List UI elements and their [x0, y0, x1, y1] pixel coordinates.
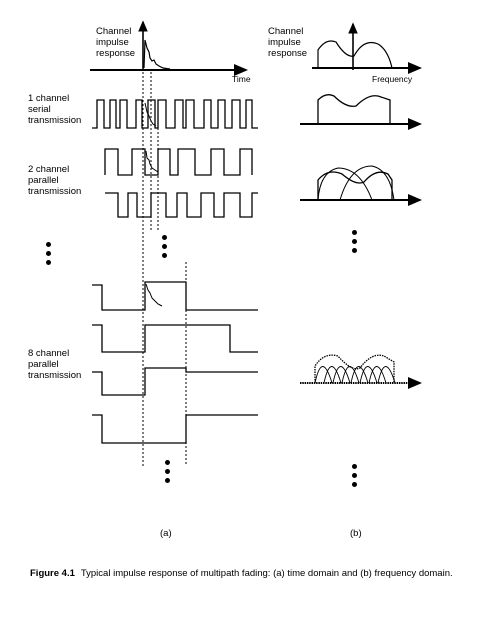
two-channel-spectrum	[300, 165, 422, 206]
subfigure-a-label: (a)	[160, 528, 172, 539]
subfigure-b-label: (b)	[350, 528, 362, 539]
time-mid-ellipsis	[162, 235, 168, 262]
freq-impulse-plot	[312, 22, 422, 74]
time-bottom-ellipsis	[165, 460, 171, 487]
serial-echo-curve	[144, 102, 157, 127]
freq-plot-title: Channel impulse response	[268, 26, 308, 59]
freq-response-curve	[317, 40, 393, 69]
figure-number: Figure 4.1	[30, 568, 75, 579]
eight-channel-spectrum	[300, 354, 422, 389]
freq-mid-ellipsis	[352, 230, 358, 257]
time-axis-label: Time	[232, 74, 251, 84]
freq-axis-label: Frequency	[372, 74, 413, 84]
figure-caption: Figure 4.1 Typical impulse response of mu…	[30, 568, 460, 580]
time-plot-title: Channel impulse response	[96, 26, 136, 59]
two-channel-waveforms	[104, 148, 258, 218]
freq-bottom-ellipsis	[352, 464, 358, 491]
serial-label: 1 channel serial transmission	[28, 93, 82, 126]
two-channel-label: 2 channel parallel transmission	[28, 164, 82, 197]
serial-waveform	[92, 99, 258, 129]
eight-channel-echo-curve	[145, 283, 163, 307]
eight-channel-label: 8 channel parallel transmission	[28, 348, 82, 381]
serial-spectrum	[300, 94, 422, 130]
two-channel-echo-curve	[145, 150, 159, 173]
left-ellipsis	[46, 242, 52, 269]
dashed-guides	[142, 72, 187, 466]
time-impulse-plot	[90, 20, 248, 76]
eight-channel-waveforms	[92, 281, 258, 444]
caption-text: Typical impulse response of multipath fa…	[80, 568, 453, 579]
time-impulse-curve	[143, 39, 171, 70]
